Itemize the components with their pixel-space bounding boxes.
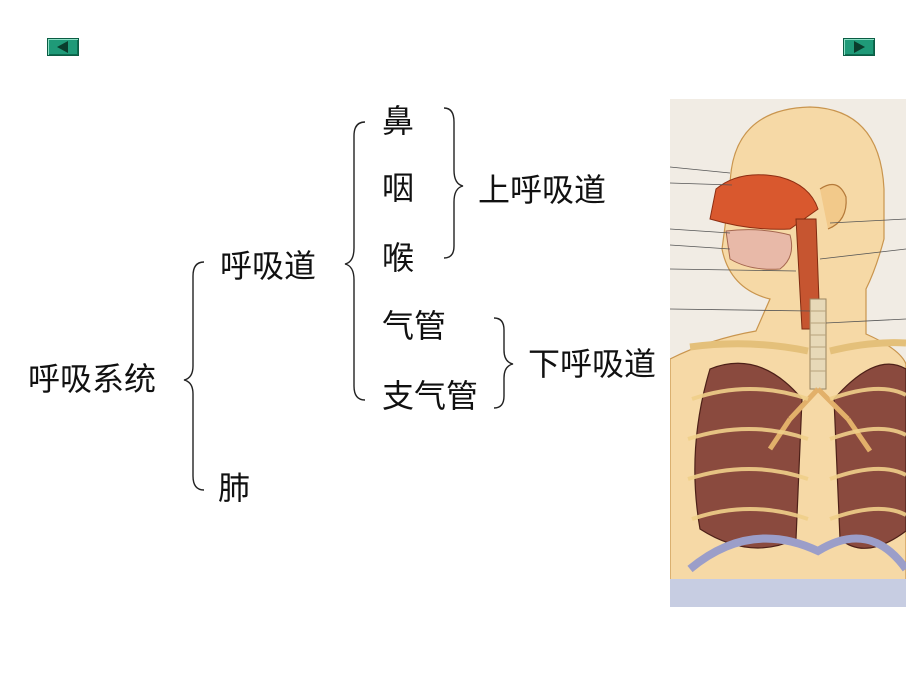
next-slide-button[interactable]: [843, 38, 875, 56]
anatomy-illustration: [670, 99, 906, 607]
previous-slide-button[interactable]: [47, 38, 79, 56]
brace-tract: [344, 121, 366, 401]
brace-lower: [493, 317, 514, 409]
brace-upper: [443, 107, 464, 259]
brace-system: [183, 261, 205, 491]
label-bronchus: 支气管: [382, 377, 479, 415]
label-respiratory-system: 呼吸系统: [28, 360, 157, 398]
triangle-left-icon: [57, 41, 68, 53]
label-respiratory-tract: 呼吸道: [220, 247, 317, 285]
label-larynx: 喉: [382, 239, 415, 277]
triangle-right-icon: [854, 41, 865, 53]
label-pharynx: 咽: [382, 169, 415, 207]
label-nose: 鼻: [382, 102, 415, 140]
label-trachea: 气管: [382, 307, 447, 345]
label-lower-tract: 下呼吸道: [528, 345, 657, 383]
label-lung: 肺: [218, 469, 251, 507]
label-upper-tract: 上呼吸道: [478, 171, 607, 209]
